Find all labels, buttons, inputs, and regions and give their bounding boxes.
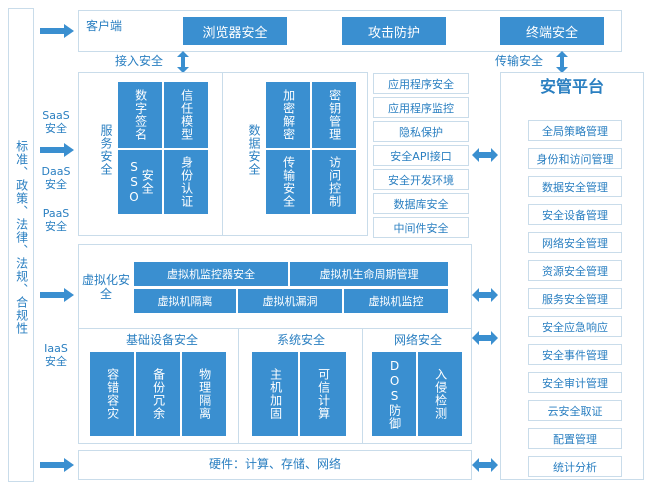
platform-item: 云安全取证 <box>528 400 622 421</box>
access-arrow-icon <box>177 51 189 73</box>
infra-cell-physical-isolation: 物理隔离 <box>182 352 226 436</box>
infra-cell-fault-tolerance: 容错容灾 <box>90 352 134 436</box>
iaas-h-divider <box>78 328 472 329</box>
service-cell-trust-model: 信任模型 <box>164 82 208 148</box>
data-security-title: 数据安全 <box>247 124 261 176</box>
virt-cell-isolation: 虚拟机隔离 <box>134 289 236 313</box>
platform-item: 资源安全管理 <box>528 260 622 281</box>
virtualization-title: 虚拟化安全 <box>81 273 130 301</box>
standards-column <box>8 8 34 482</box>
double-arrow-icon <box>472 148 498 162</box>
app-list-item: 数据库安全 <box>373 193 469 214</box>
service-cell-authentication: 身份认证 <box>164 150 208 214</box>
access-security-label: 接入安全 <box>114 54 163 68</box>
platform-item: 网络安全管理 <box>528 232 622 253</box>
virt-cell-vulnerability: 虚拟机漏洞 <box>238 289 342 313</box>
hardware-label: 硬件：计算、存储、网络 <box>208 457 341 471</box>
saas-divider <box>222 72 223 236</box>
app-list-item: 安全开发环境 <box>373 169 469 190</box>
data-cell-key-management: 密钥管理 <box>312 82 356 148</box>
client-label: 客户端 <box>86 19 123 33</box>
arrow-right-icon <box>40 143 74 157</box>
platform-item: 安全审计管理 <box>528 372 622 393</box>
app-list-item: 安全API接口 <box>373 145 469 166</box>
system-cell-host-hardening: 主机加固 <box>252 352 298 436</box>
service-cell-sso: 安全SSO <box>118 150 162 214</box>
app-list-item: 中间件安全 <box>373 217 469 238</box>
platform-item: 服务安全管理 <box>528 288 622 309</box>
double-arrow-icon <box>472 331 498 345</box>
platform-item: 数据安全管理 <box>528 176 622 197</box>
iaas-v-divider <box>362 328 363 444</box>
virt-cell-monitoring: 虚拟机监控 <box>344 289 448 313</box>
saas-label: SaaS 安全 <box>42 109 70 135</box>
network-cell-intrusion-detection: 入侵检测 <box>418 352 462 436</box>
app-list-item: 应用程序监控 <box>373 97 469 118</box>
standards-label: 标准、政策、法律、法规、合规性 <box>14 139 29 335</box>
browser-security-box: 浏览器安全 <box>183 17 287 45</box>
iaas-label: IaaS 安全 <box>44 342 68 368</box>
transport-security-label: 传输安全 <box>494 54 543 68</box>
double-arrow-icon <box>472 288 498 302</box>
arrow-right-icon <box>40 288 74 302</box>
transport-arrow-icon <box>556 51 568 73</box>
network-cell-dos-defense: DOS防御 <box>372 352 416 436</box>
platform-item: 全局策略管理 <box>528 120 622 141</box>
platform-item: 身份和访问管理 <box>528 148 622 169</box>
infra-title: 基础设备安全 <box>125 333 198 347</box>
data-cell-transport: 传输安全 <box>266 150 310 214</box>
platform-item: 配置管理 <box>528 428 622 449</box>
endpoint-security-box: 终端安全 <box>500 17 604 45</box>
infra-cell-backup: 备份冗余 <box>136 352 180 436</box>
virt-cell-lifecycle: 虚拟机生命周期管理 <box>290 262 448 286</box>
platform-item: 安全应急响应 <box>528 316 622 337</box>
virt-cell-hypervisor: 虚拟机监控器安全 <box>134 262 288 286</box>
data-cell-encryption: 加密解密 <box>266 82 310 148</box>
arrow-right-icon <box>40 458 74 472</box>
hardware-bar <box>78 450 472 480</box>
app-list-item: 隐私保护 <box>373 121 469 142</box>
network-title: 网络安全 <box>393 333 442 347</box>
iaas-v-divider <box>238 328 239 444</box>
paas-label: PaaS 安全 <box>42 207 70 233</box>
data-cell-access-control: 访问控制 <box>312 150 356 214</box>
arrow-right-icon <box>40 24 74 38</box>
platform-title: 安管平台 <box>539 77 604 96</box>
platform-item: 统计分析 <box>528 456 622 477</box>
service-cell-digital-signature: 数字签名 <box>118 82 162 148</box>
platform-item: 安全设备管理 <box>528 204 622 225</box>
daas-label: DaaS 安全 <box>41 165 71 191</box>
app-list-item: 应用程序安全 <box>373 73 469 94</box>
platform-item: 安全事件管理 <box>528 344 622 365</box>
attack-protection-box: 攻击防护 <box>342 17 446 45</box>
service-security-title: 服务安全 <box>99 124 113 176</box>
system-title: 系统安全 <box>276 333 325 347</box>
double-arrow-icon <box>472 458 498 472</box>
system-cell-trusted-computing: 可信计算 <box>300 352 346 436</box>
